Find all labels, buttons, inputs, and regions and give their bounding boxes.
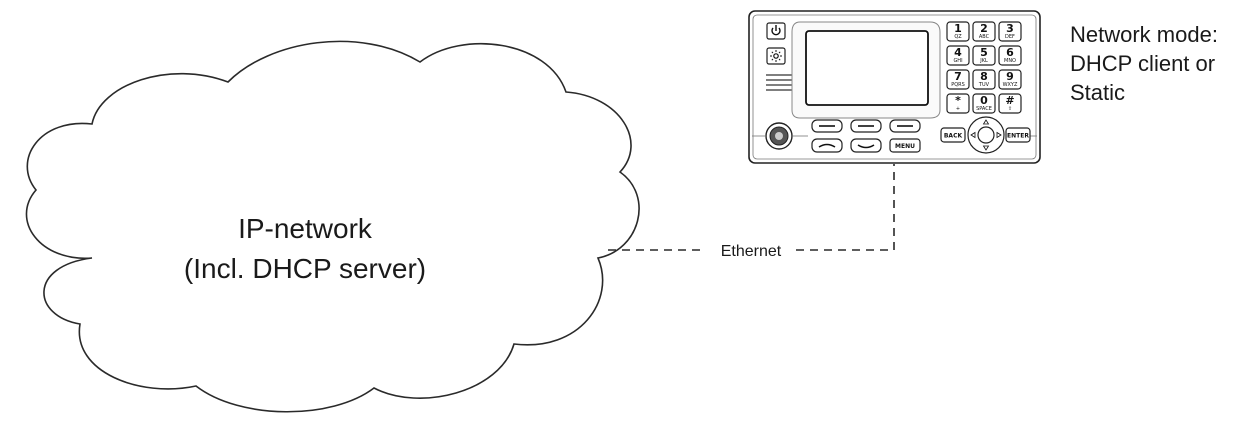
brightness-button[interactable] (766, 47, 786, 65)
microphone-icon (765, 122, 793, 150)
keypad-key-number: 7 (954, 70, 962, 83)
keypad-key-number: 5 (980, 46, 988, 59)
keypad-key-number: 1 (954, 22, 962, 35)
hangup-button[interactable] (811, 138, 843, 153)
keypad-key-letters: ⇧ (1008, 106, 1012, 112)
softkey-1[interactable] (811, 119, 843, 133)
power-icon (771, 25, 781, 36)
keypad-key-number: # (1005, 94, 1014, 107)
keypad-key-number: 8 (980, 70, 988, 83)
enter-button-label: ENTER (1007, 133, 1029, 140)
keypad-key[interactable]: 1QZ (946, 21, 970, 42)
ip-network-cloud (25, 40, 640, 413)
keypad-key-number: 2 (980, 22, 988, 35)
back-button[interactable]: BACK (940, 127, 966, 143)
keypad: 1QZ2ABC3DEF4GHI5JKL6MNO7PQRS8TUV9WXYZ*+0… (946, 21, 1022, 114)
keypad-key-letters: DEF (1005, 34, 1015, 40)
keypad-key-letters: JKL (979, 58, 988, 64)
keypad-key[interactable]: *+ (946, 93, 970, 114)
keypad-key-letters: SPACE (976, 106, 992, 112)
handset-call-icon (857, 144, 875, 149)
keypad-key-number: 9 (1006, 70, 1014, 83)
keypad-key-letters: + (956, 106, 960, 112)
keypad-key-letters: TUV (978, 82, 990, 88)
cloud-title-line2: (Incl. DHCP server) (184, 253, 426, 284)
keypad-key-number: 0 (980, 94, 988, 107)
keypad-key-letters: QZ (954, 34, 962, 40)
menu-button-label: MENU (895, 143, 915, 150)
menu-button[interactable]: MENU (889, 138, 921, 153)
call-button[interactable] (850, 138, 882, 153)
speaker-grille-icon (766, 74, 794, 91)
enter-button[interactable]: ENTER (1005, 127, 1031, 143)
keypad-key-letters: WXYZ (1003, 82, 1018, 88)
power-button[interactable] (766, 22, 786, 40)
keypad-key-number: * (955, 94, 961, 107)
network-mode-note: Network mode: DHCP client or Static (1070, 20, 1218, 107)
softkey-2[interactable] (850, 119, 882, 133)
keypad-key-number: 4 (954, 46, 962, 59)
keypad-key-letters: ABC (979, 34, 990, 40)
network-mode-line1: Network mode: (1070, 22, 1218, 47)
handset-hangup-icon (818, 143, 836, 148)
keypad-key-number: 3 (1006, 22, 1014, 35)
back-button-label: BACK (944, 133, 963, 140)
display-screen (805, 30, 929, 106)
intercom-device: MENU 1QZ2ABC3DEF4GHI5JKL6MNO7PQRS8TUV9WX… (748, 10, 1041, 164)
network-mode-line2: DHCP client or (1070, 51, 1216, 76)
cloud-title-line1: IP-network (238, 213, 373, 244)
ethernet-label: Ethernet (721, 243, 782, 260)
keypad-key-letters: GHI (953, 58, 962, 64)
navigation-pad-icon[interactable] (967, 116, 1005, 154)
keypad-key-letters: PQRS (951, 82, 965, 88)
brightness-icon (770, 50, 782, 62)
keypad-key[interactable]: #⇧ (998, 93, 1022, 114)
network-mode-line3: Static (1070, 80, 1126, 105)
keypad-key-number: 6 (1006, 46, 1014, 59)
keypad-key-letters: MNO (1004, 58, 1016, 64)
softkey-3[interactable] (889, 119, 921, 133)
